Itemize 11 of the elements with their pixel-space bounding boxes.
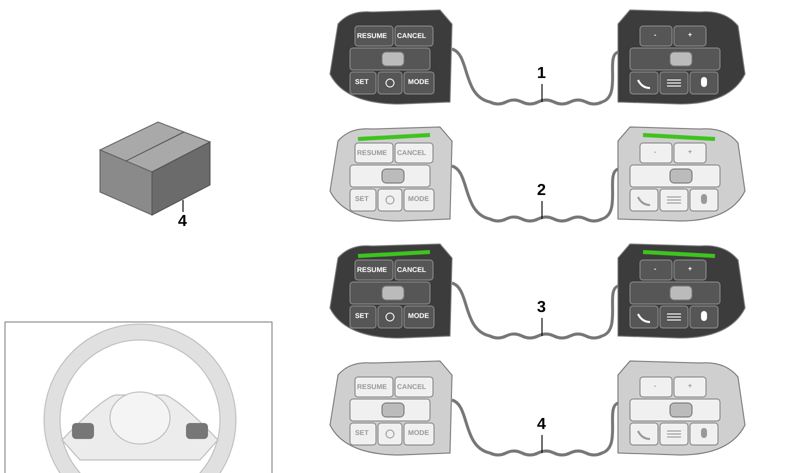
callout-number: 4 [178,214,187,230]
steering-wheel-switch-drawing [330,244,746,340]
callout-number: 4 [537,417,546,433]
callout-number: 2 [537,183,546,199]
steering-wheel-switch-drawing [330,126,746,222]
steering-wheel-switch-drawing [330,360,746,456]
callout-number: 3 [537,300,546,316]
steering-wheel-switch-drawing [330,10,746,106]
leader-line [182,200,184,212]
callout-number: 1 [537,66,546,82]
parts-box-drawing [98,121,212,216]
